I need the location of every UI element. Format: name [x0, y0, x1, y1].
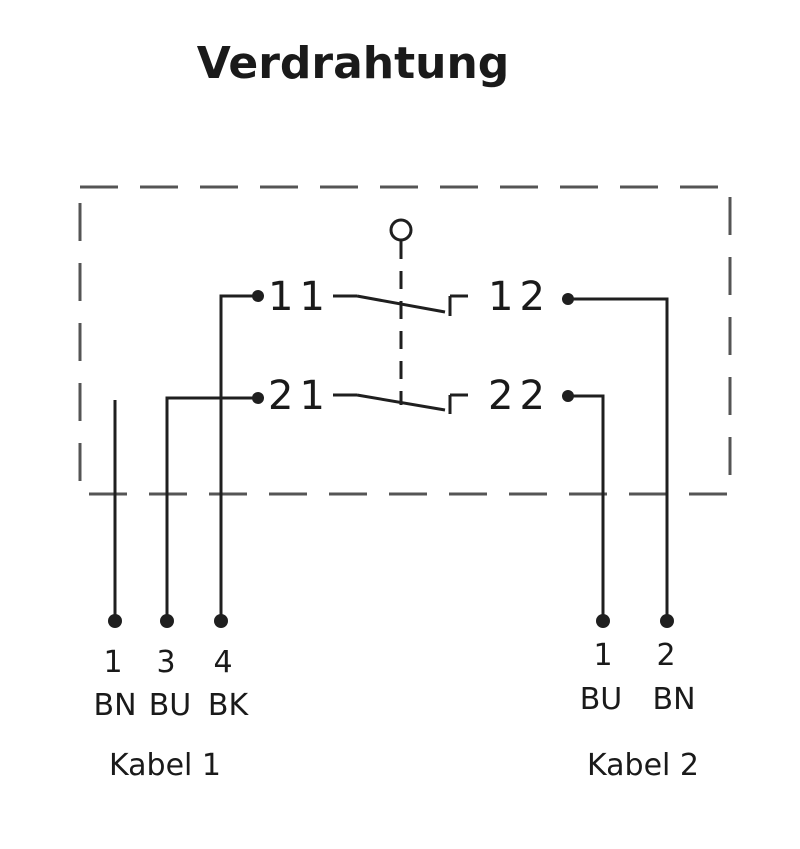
kabel1-pin-color: BU: [149, 688, 192, 723]
wire-kabel2-pin1: [568, 394, 605, 621]
terminal-label-22: 22: [488, 373, 551, 419]
kabel1-label: Kabel 1: [109, 748, 221, 783]
kabel1-pin1-dot: [108, 614, 122, 628]
contact-11-12: [333, 294, 468, 316]
actuator-plunger-icon: [389, 218, 413, 242]
wire-kabel1-pin4: [219, 294, 258, 621]
kabel2-pin-color: BN: [652, 682, 695, 717]
terminal-label-11: 11: [268, 274, 331, 320]
diagram-title: Verdrahtung: [197, 38, 510, 89]
kabel1-pin-number: 1: [103, 645, 122, 680]
kabel1-pin-color: BK: [208, 688, 250, 723]
terminal-label-12: 12: [488, 274, 551, 320]
kabel1-pin-color: BN: [93, 688, 136, 723]
kabel1-pin4-dot: [214, 614, 228, 628]
switch-housing-outline: [78, 185, 732, 496]
wire-kabel2-pin2: [568, 297, 669, 621]
kabel2-label: Kabel 2: [587, 748, 699, 783]
kabel2-pin-number: 2: [656, 638, 675, 673]
contact-21-22: [333, 393, 468, 414]
wire-kabel1-pin3: [165, 396, 258, 621]
kabel2-pin1-dot: [596, 614, 610, 628]
kabel2-pin-color: BU: [580, 682, 623, 717]
kabel1-pin3-dot: [160, 614, 174, 628]
kabel2-pin-number: 1: [593, 638, 612, 673]
kabel2-pin2-dot: [660, 614, 674, 628]
kabel1-pin-number: 3: [156, 645, 175, 680]
kabel1-pin-number: 4: [213, 645, 232, 680]
terminal-label-21: 21: [268, 373, 331, 419]
